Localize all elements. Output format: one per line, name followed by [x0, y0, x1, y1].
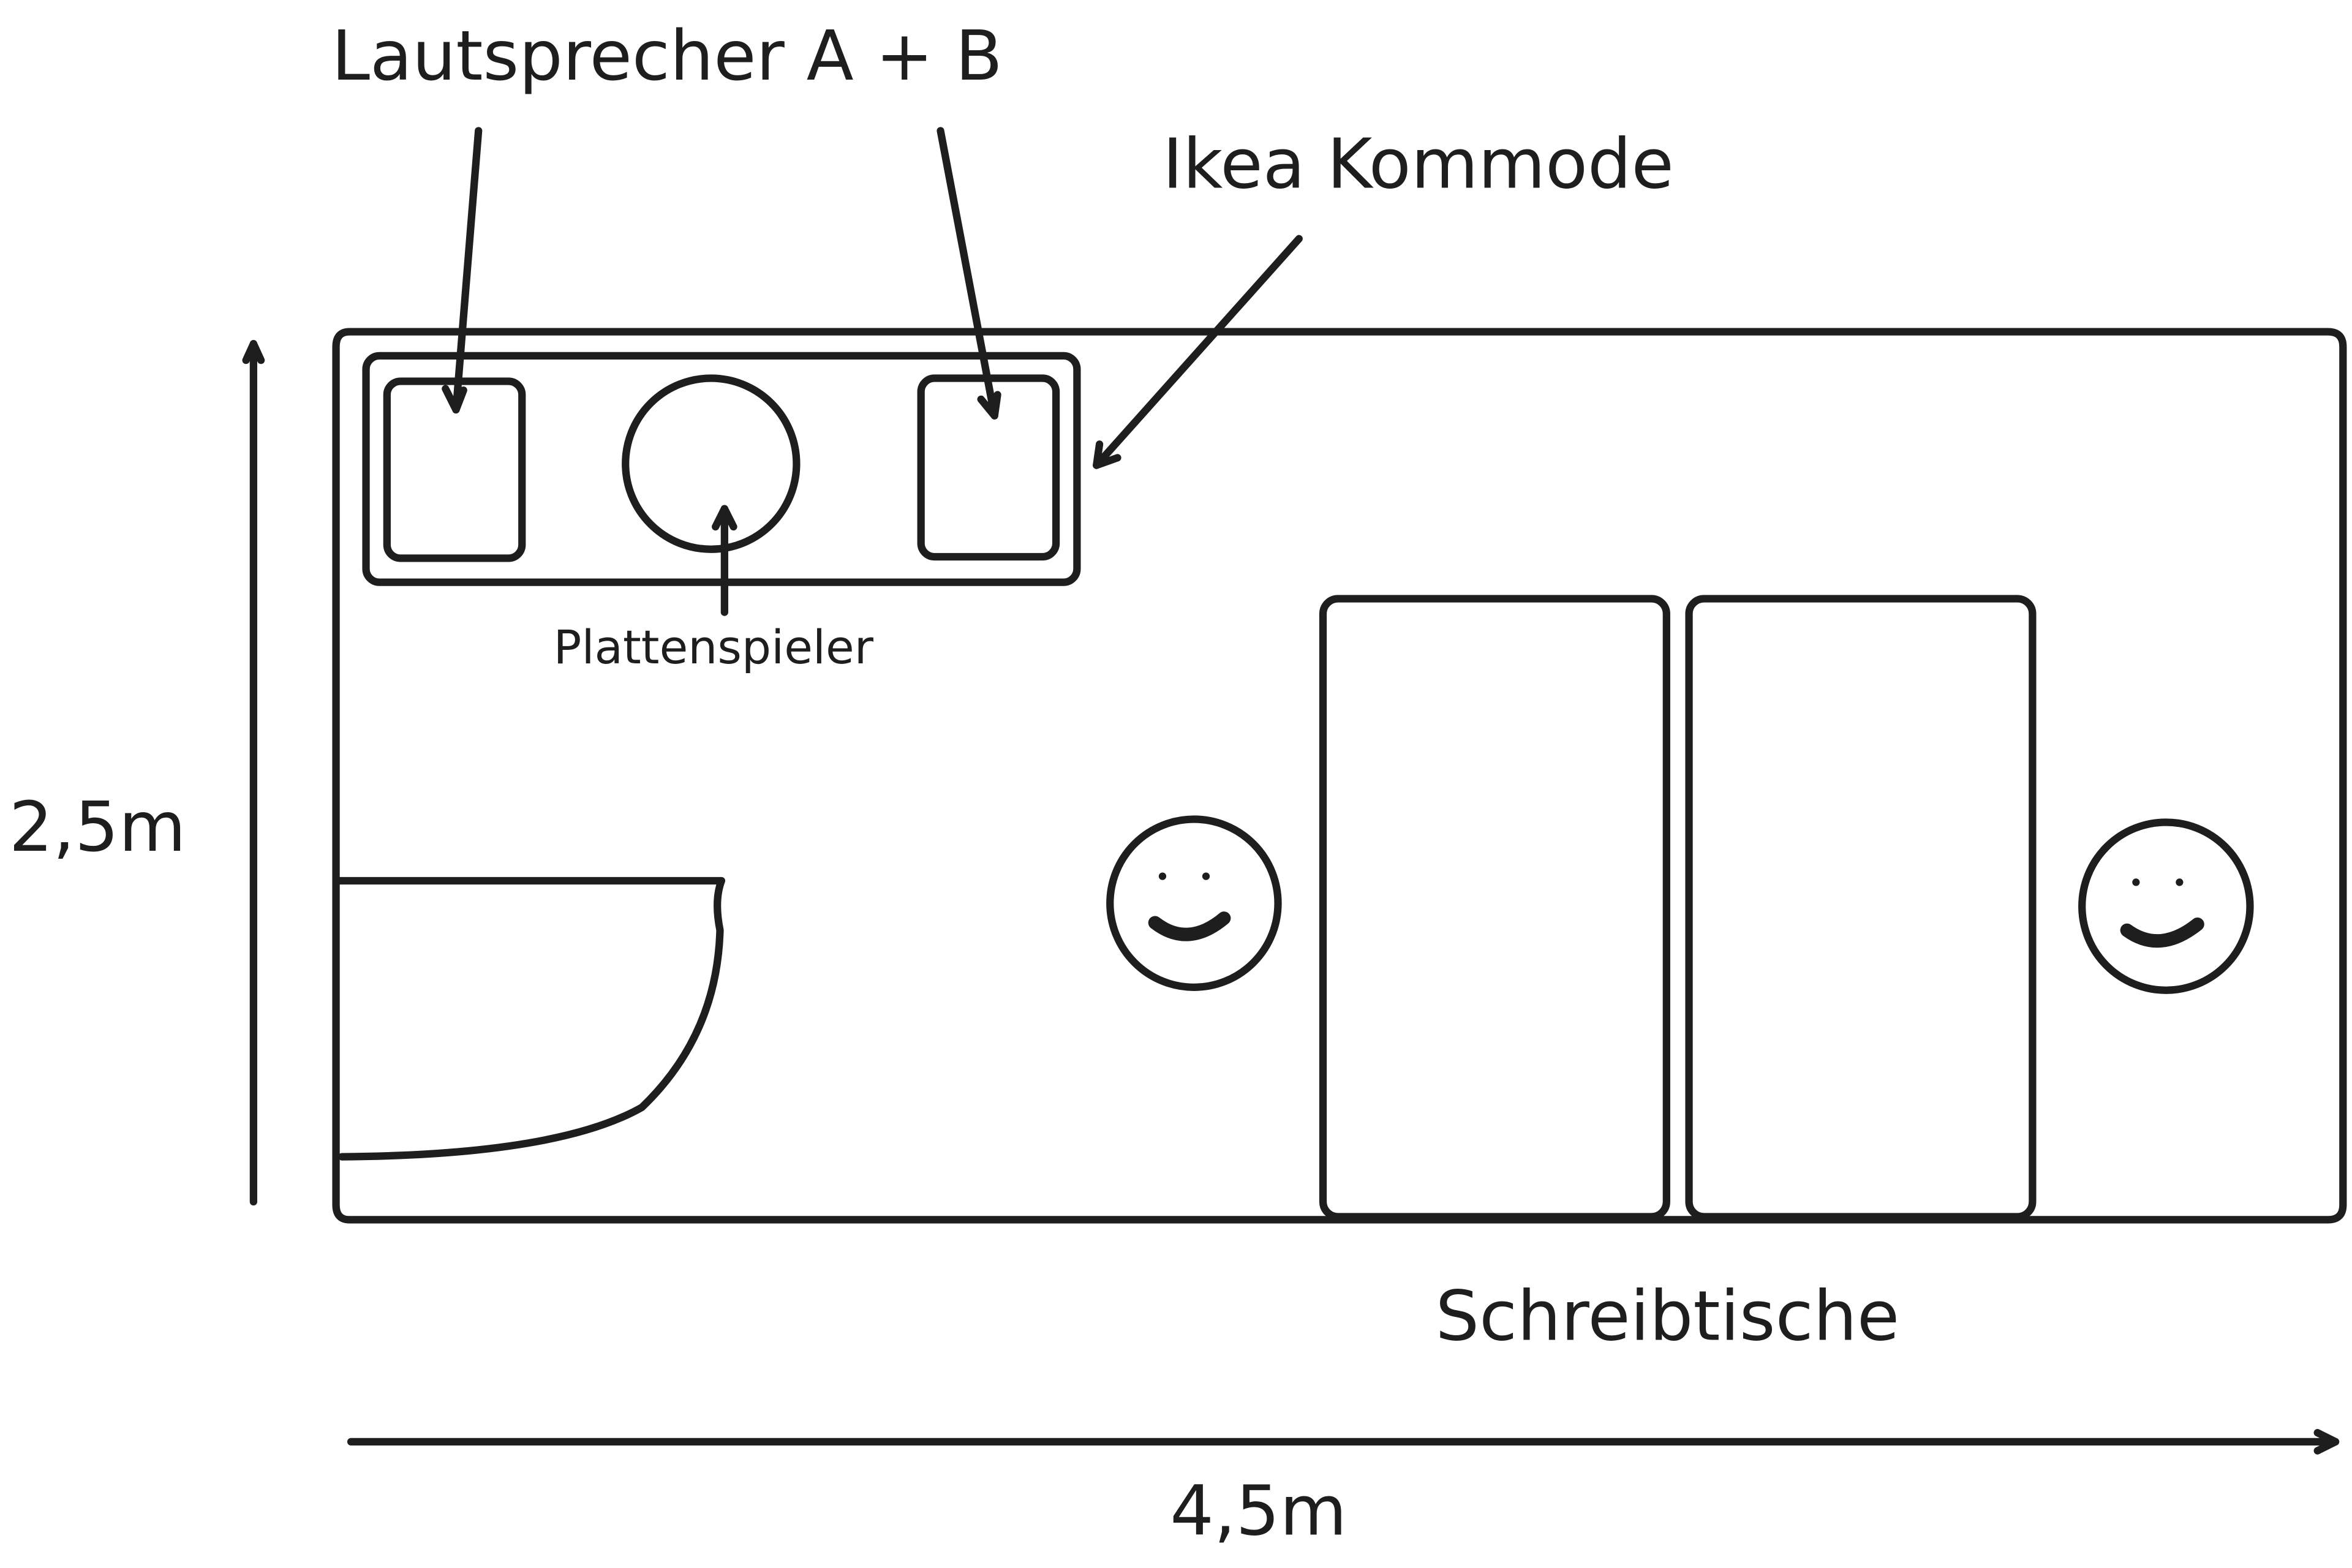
arrow-dresser [1093, 235, 1303, 469]
arrow-speaker-a [442, 127, 483, 414]
speaker-a [383, 377, 526, 562]
door-swing [332, 876, 726, 1161]
desk-2 [1685, 595, 2037, 1221]
desk-1 [1319, 595, 1670, 1221]
speakers-label: Lautsprecher A + B [331, 15, 1003, 96]
height-dimension-arrow [242, 340, 265, 1206]
height-label: 2,5m [9, 786, 186, 867]
desks-label: Schreibtische [1436, 1275, 1900, 1356]
room-outline [332, 328, 2347, 1224]
turntable-label: Plattenspieler [554, 620, 874, 674]
person-smiley-2 [2078, 818, 2254, 994]
width-label: 4,5m [1170, 1471, 1347, 1551]
width-dimension-arrow [347, 1429, 2340, 1455]
arrow-turntable [712, 505, 737, 616]
person-smiley-1 [1106, 815, 1282, 991]
dresser-label: Ikea Kommode [1163, 124, 1674, 205]
arrow-speaker-b [937, 127, 1001, 420]
turntable [622, 374, 801, 553]
